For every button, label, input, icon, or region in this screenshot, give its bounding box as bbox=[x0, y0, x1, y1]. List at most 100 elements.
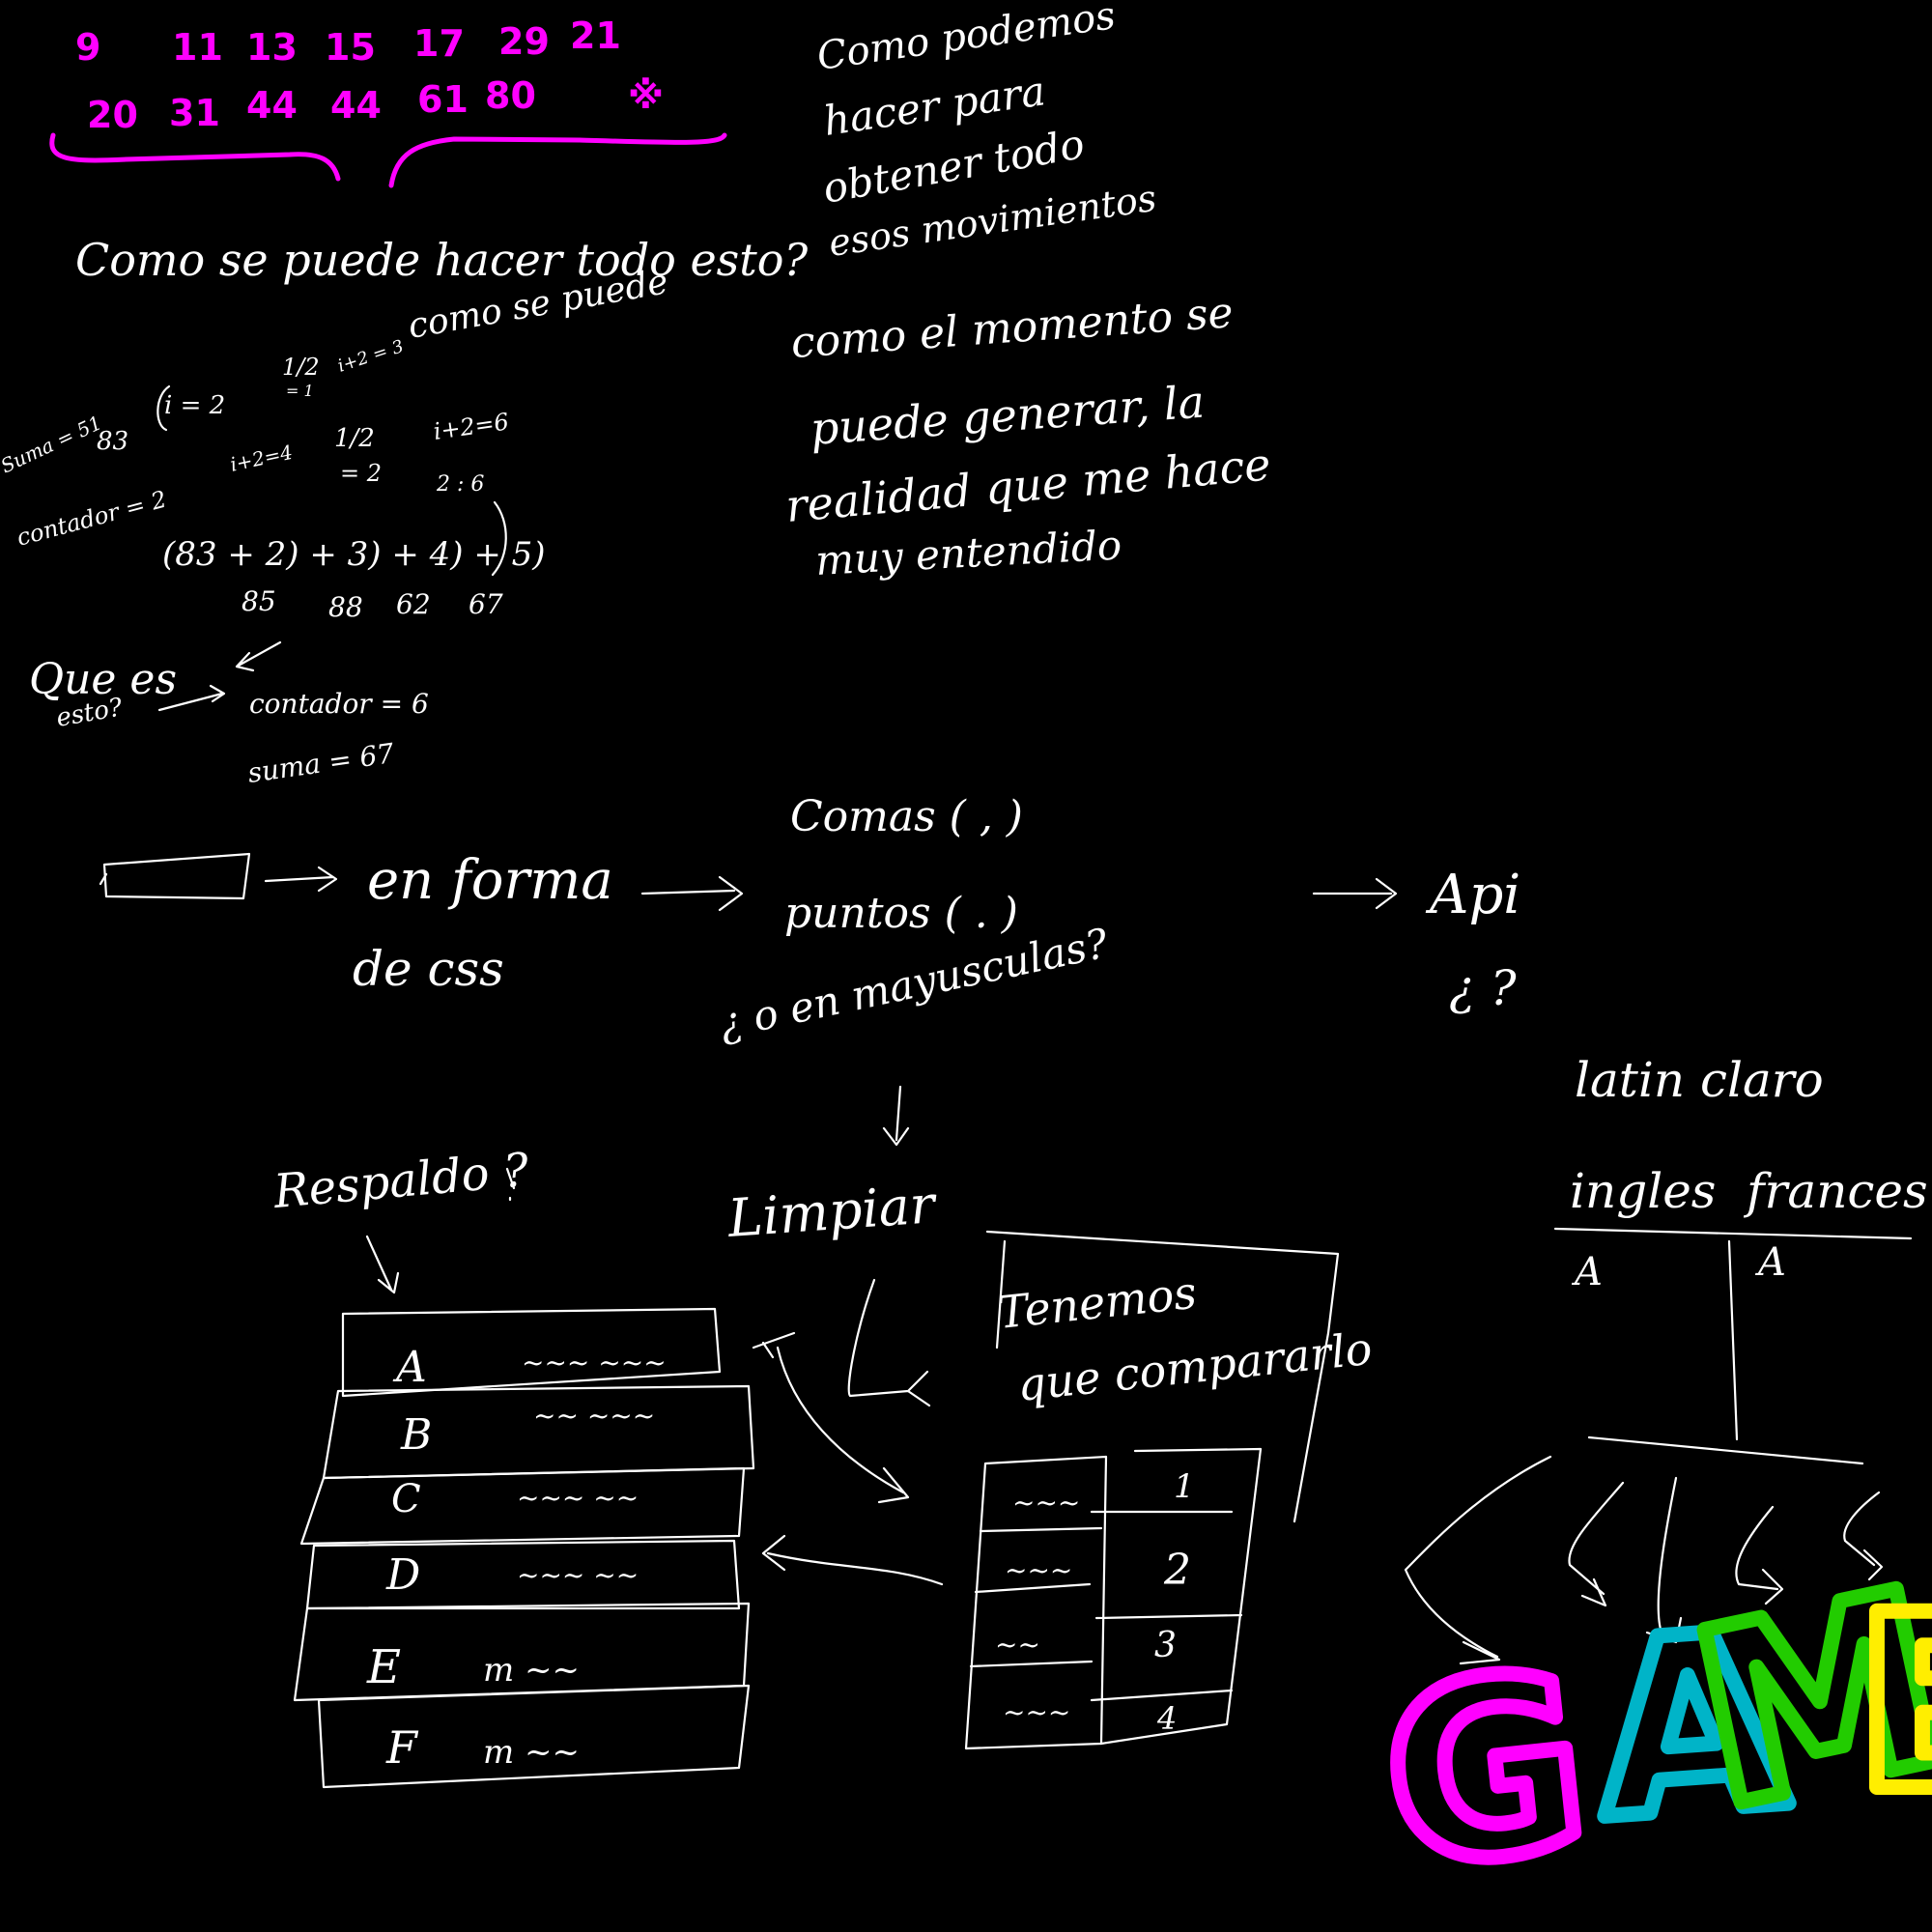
number-row1-4: 15 bbox=[325, 26, 376, 69]
stack-mark-a: ~~~ ~~~ bbox=[522, 1347, 667, 1378]
game-letter-a: A bbox=[1588, 1579, 1794, 1873]
arrow-back bbox=[235, 640, 282, 672]
math-i-eq-2: i = 2 bbox=[164, 391, 225, 420]
number-row1-3: 13 bbox=[246, 26, 298, 69]
stack-group: A ~~~ ~~~ B ~~ ~~~ C ~~~ ~~ D ~~~ ~~ E m… bbox=[293, 1307, 944, 1789]
flow-limpiar: Limpiar bbox=[725, 1174, 940, 1249]
flow-puntos: puntos ( . ) bbox=[784, 889, 1018, 938]
table-row-3-right: 3 bbox=[1154, 1626, 1177, 1665]
lang-branch-3 bbox=[1645, 1476, 1683, 1644]
languages-group: latin claro ingles frances A A bbox=[1404, 1052, 1928, 1665]
lang-ingles: ingles bbox=[1570, 1163, 1716, 1219]
respaldo-check bbox=[505, 1167, 516, 1202]
math-half-2-sub: = 2 bbox=[340, 460, 382, 487]
table-row-3-left: ~~ bbox=[995, 1629, 1040, 1661]
math-contador-6: contador = 6 bbox=[249, 688, 429, 720]
number-row1-6: 29 bbox=[498, 20, 550, 63]
math-half-1: 1/2 bbox=[282, 354, 320, 381]
number-row2-2: 31 bbox=[169, 92, 220, 134]
number-row2-4: 44 bbox=[330, 84, 382, 127]
stack-box-a bbox=[341, 1307, 722, 1398]
math-partial-2: 88 bbox=[328, 591, 363, 623]
lang-branch-4 bbox=[1735, 1505, 1784, 1605]
number-row1-5: 17 bbox=[413, 22, 465, 65]
compare-box-left bbox=[995, 1239, 1007, 1350]
lang-base-line bbox=[1587, 1435, 1864, 1465]
stack-mark-d: ~~~ ~~ bbox=[517, 1559, 639, 1591]
math-paren bbox=[156, 384, 171, 432]
math-83: 83 bbox=[97, 427, 128, 456]
compare-box bbox=[985, 1230, 1340, 1523]
double-arrow-bottom bbox=[761, 1534, 944, 1586]
math-close-paren bbox=[491, 500, 507, 577]
table-right-col bbox=[1099, 1447, 1263, 1746]
table-row-2-left: ~~~ bbox=[1005, 1554, 1072, 1586]
lang-letter-left: A bbox=[1571, 1250, 1603, 1294]
math-side-nums: 2 : 6 bbox=[436, 472, 484, 497]
stack-box-b bbox=[322, 1384, 755, 1480]
arrow-down bbox=[882, 1085, 910, 1147]
flow-forma-2: de css bbox=[353, 941, 504, 997]
curly-brace bbox=[49, 132, 727, 188]
lang-branch-1 bbox=[1404, 1455, 1552, 1665]
math-half-2: 1/2 bbox=[334, 424, 375, 453]
note-como-se-puede-hacer: Como se puede hacer todo esto? bbox=[75, 234, 808, 286]
table-row-2-right: 2 bbox=[1163, 1546, 1191, 1595]
table-row-4-right: 4 bbox=[1156, 1700, 1177, 1737]
lang-latin: latin claro bbox=[1575, 1052, 1824, 1108]
game-logo: G A M E bbox=[1365, 1529, 1932, 1928]
number-row1-1: 9 bbox=[75, 26, 100, 69]
arrow-hook bbox=[847, 1278, 931, 1407]
math-expression: (83 + 2) + 3) + 4) + 5) bbox=[162, 535, 546, 574]
table-row-lines bbox=[969, 1510, 1243, 1702]
number-row2-3: 44 bbox=[246, 84, 298, 127]
double-arrow-top bbox=[776, 1346, 910, 1504]
arrow-3 bbox=[1312, 877, 1398, 910]
stack-letter-a: A bbox=[392, 1343, 427, 1392]
game-letter-g: G bbox=[1373, 1621, 1599, 1921]
table-row-4-left: ~~~ bbox=[1003, 1696, 1070, 1728]
number-row1-2: 11 bbox=[172, 26, 223, 69]
note-que-es: Que es bbox=[29, 655, 177, 704]
game-letter-e: E bbox=[1855, 1563, 1932, 1844]
number-row1-7: 21 bbox=[570, 14, 621, 57]
stack-mark-f: m ~~ bbox=[483, 1733, 580, 1772]
number-row2-1: 20 bbox=[87, 94, 138, 136]
lang-letter-right: A bbox=[1754, 1240, 1786, 1285]
stack-mark-c: ~~~ ~~ bbox=[517, 1482, 639, 1514]
arrow-2 bbox=[640, 875, 744, 912]
flow-api: Api bbox=[1425, 864, 1520, 926]
math-half-1-sub: = 1 bbox=[286, 382, 314, 400]
stack-box-c bbox=[299, 1466, 746, 1546]
stack-letter-f: F bbox=[385, 1721, 419, 1774]
flow-comas: Comas ( , ) bbox=[790, 792, 1023, 841]
arrow-1 bbox=[264, 866, 338, 893]
stack-mark-e: m ~~ bbox=[483, 1651, 580, 1690]
flow-forma-1: en forma bbox=[367, 849, 613, 912]
stack-letter-b: B bbox=[400, 1410, 432, 1460]
number-row2-6: 80 bbox=[485, 74, 536, 117]
math-partial-1: 85 bbox=[242, 585, 276, 617]
number-row2-7: ※ bbox=[628, 74, 664, 117]
stack-box-d bbox=[305, 1539, 741, 1610]
stack-mark-b: ~~ ~~~ bbox=[533, 1400, 655, 1432]
arrow-to-stack bbox=[365, 1235, 400, 1294]
arrow-to-contador bbox=[157, 684, 226, 712]
math-partial-4: 67 bbox=[469, 588, 503, 620]
lang-vertical bbox=[1727, 1239, 1739, 1441]
stack-letter-c: C bbox=[391, 1477, 421, 1521]
lang-frances: frances bbox=[1743, 1163, 1928, 1219]
lang-divider bbox=[1553, 1227, 1913, 1240]
lang-branch-5 bbox=[1843, 1491, 1884, 1581]
math-partial-3: 62 bbox=[396, 588, 431, 620]
double-arrow-top-head bbox=[752, 1331, 796, 1359]
input-box bbox=[99, 852, 251, 900]
stack-box-f bbox=[317, 1684, 751, 1789]
number-row2-5: 61 bbox=[417, 78, 469, 121]
stack-letter-e: E bbox=[366, 1640, 401, 1694]
stack-letter-d: D bbox=[385, 1550, 420, 1600]
magenta-number-group: 9 11 13 15 17 29 21 20 31 44 44 61 80 ※ bbox=[49, 14, 727, 188]
table-row-1-left: ~~~ bbox=[1012, 1487, 1080, 1519]
